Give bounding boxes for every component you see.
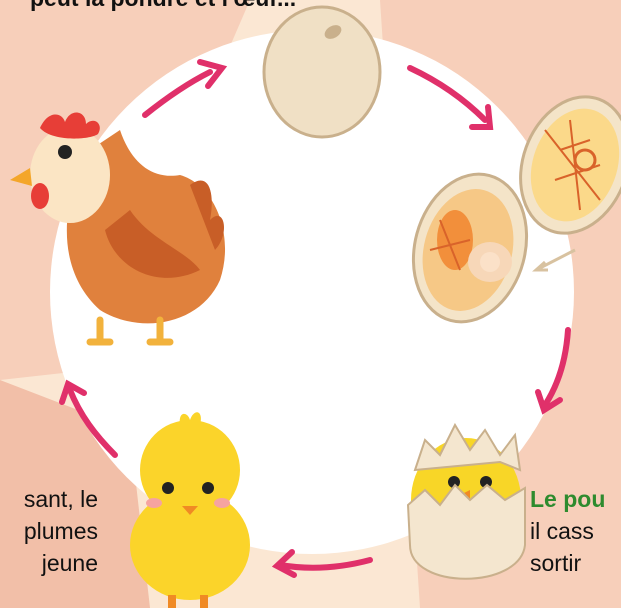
top-caption: peut la pondre et l'œuf... [30, 0, 296, 14]
right-caption-line-3: sortir [530, 547, 605, 579]
left-caption-line-2: plumes [0, 515, 98, 547]
left-caption: sant, le plumes jeune [0, 483, 98, 579]
right-caption: Le pou il cass sortir [530, 483, 605, 579]
left-caption-line-1: sant, le [0, 483, 98, 515]
right-caption-highlight: Le pou [530, 483, 605, 515]
left-caption-line-3: jeune [0, 547, 98, 579]
hatching-chick-icon [408, 425, 525, 579]
egg-icon [264, 7, 380, 137]
right-caption-line-2: il cass [530, 515, 605, 547]
